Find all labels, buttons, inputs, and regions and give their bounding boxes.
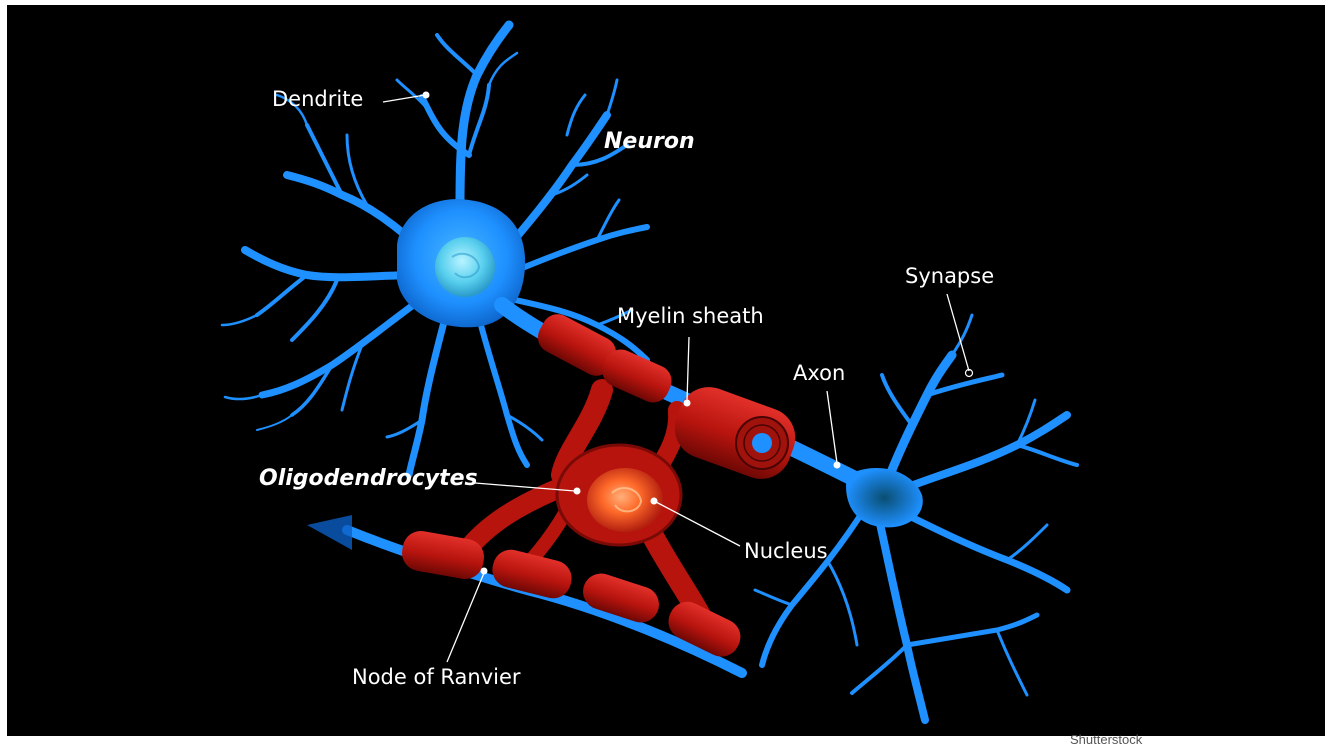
myelin-leader (687, 337, 689, 401)
diagram-canvas: Dendrite Neuron Synapse Myelin sheath Ax… (7, 5, 1325, 736)
oligodendrocytes-dot (574, 488, 581, 495)
myelin-dot (684, 400, 691, 407)
ranvier-dot (481, 568, 488, 575)
label-synapse: Synapse (905, 264, 994, 288)
nucleus-dot (651, 498, 658, 505)
label-nucleus: Nucleus (744, 539, 828, 563)
label-myelin-sheath: Myelin sheath (617, 304, 764, 328)
label-neuron: Neuron (604, 129, 695, 154)
label-oligodendrocytes: Oligodendrocytes (259, 466, 478, 491)
ranvier-leader (447, 573, 484, 662)
neuron-diagram: Dendrite Neuron Synapse Myelin sheath Ax… (7, 5, 1325, 736)
axon-leader (827, 391, 837, 463)
image-credit: Shutterstock (1070, 732, 1142, 747)
dendrite-dot (423, 92, 430, 99)
label-node-of-ranvier: Node of Ranvier (352, 665, 521, 689)
axon-dot (834, 462, 841, 469)
label-axon: Axon (793, 361, 845, 385)
label-dendrite: Dendrite (272, 87, 363, 111)
soma-nucleus (435, 237, 495, 297)
